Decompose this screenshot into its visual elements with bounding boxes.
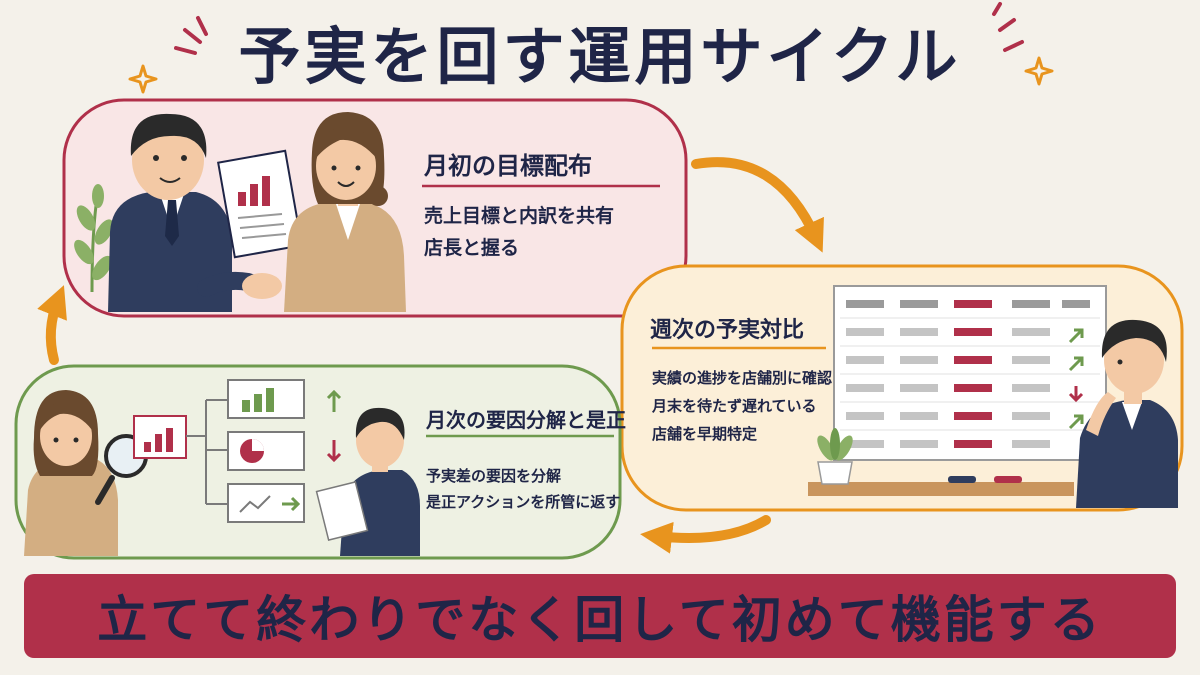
- table-cell-placeholder: [846, 440, 884, 448]
- handshake-icon: [197, 271, 282, 299]
- step-1-line-2: 店長と握る: [424, 237, 520, 259]
- table-cell-placeholder: [846, 300, 884, 308]
- table-cell-placeholder: [846, 384, 884, 392]
- trend-up-arrow-icon: [1068, 356, 1084, 372]
- trend-up-arrow-icon: [1068, 414, 1084, 430]
- trend-up-arrow-icon: [326, 389, 342, 412]
- table-cell-placeholder: [954, 356, 992, 364]
- factor-tree: [186, 379, 305, 523]
- table-cell-placeholder: [1012, 356, 1050, 364]
- cycle-arrows: [37, 157, 824, 554]
- conclusion-text: 立てて終わりでなく回して初めて機能する: [97, 591, 1103, 649]
- table-cell-placeholder: [846, 412, 884, 420]
- step-2-title: 週次の予実対比: [650, 318, 805, 343]
- analyst-woman-illustration: [24, 390, 118, 556]
- card-weekly-comparison: [620, 264, 1184, 512]
- plant-icon: [74, 184, 114, 293]
- thinking-man-illustration: [1076, 319, 1178, 508]
- table-cell-placeholder: [1012, 384, 1050, 392]
- sparkle-right-icon: [992, 2, 1054, 86]
- table-cell-placeholder: [1012, 412, 1050, 420]
- table-cell-placeholder: [1062, 300, 1090, 308]
- manager-illustration: [315, 407, 420, 556]
- table-cell-placeholder: [954, 440, 992, 448]
- table-cell-placeholder: [900, 440, 938, 448]
- trend-down-arrow-icon: [1068, 386, 1084, 403]
- businesswoman-illustration: [284, 112, 406, 312]
- table-cell-placeholder: [900, 356, 938, 364]
- table-cell-placeholder: [846, 328, 884, 336]
- step-2-line-1: 実績の進捗を店舗別に確認: [652, 369, 833, 387]
- card-monthly-analysis: [14, 364, 622, 560]
- potted-plant-icon: [817, 428, 853, 485]
- step-1-line-1: 売上目標と内訳を共有: [424, 205, 615, 227]
- step-2-line-2: 月末を待たず遅れている: [652, 397, 817, 415]
- step-3-line-1: 予実差の要因を分解: [426, 467, 562, 485]
- table-cell-placeholder: [900, 300, 938, 308]
- step-3-title: 月次の要因分解と是正: [426, 408, 626, 432]
- step-2-line-3: 店舗を早期特定: [652, 425, 758, 443]
- table-cell-placeholder: [1012, 440, 1050, 448]
- trend-down-arrow-icon: [326, 440, 342, 463]
- page-title: 予実を回す運用サイクル: [238, 20, 962, 93]
- table-cell-placeholder: [1012, 300, 1050, 308]
- table-cell-placeholder: [954, 412, 992, 420]
- sparkle-left-icon: [128, 16, 208, 94]
- table-cell-placeholder: [954, 328, 992, 336]
- step-1-title: 月初の目標配布: [424, 152, 592, 180]
- bar-chart-icon: [133, 415, 187, 459]
- table-cell-placeholder: [900, 384, 938, 392]
- table-cell-placeholder: [954, 384, 992, 392]
- table-cell-placeholder: [900, 412, 938, 420]
- table-cell-placeholder: [900, 328, 938, 336]
- report-document-icon: [217, 149, 303, 259]
- step-3-line-2: 是正アクションを所管に返す: [426, 493, 621, 511]
- table-cell-placeholder: [846, 356, 884, 364]
- card-monthly-targets: [62, 98, 688, 318]
- table-cell-placeholder: [1012, 328, 1050, 336]
- conclusion-banner: 立てて終わりでなく回して初めて機能する: [24, 574, 1176, 658]
- whiteboard-table: [808, 285, 1107, 496]
- trend-up-arrow-icon: [1068, 328, 1084, 344]
- table-cell-placeholder: [954, 300, 992, 308]
